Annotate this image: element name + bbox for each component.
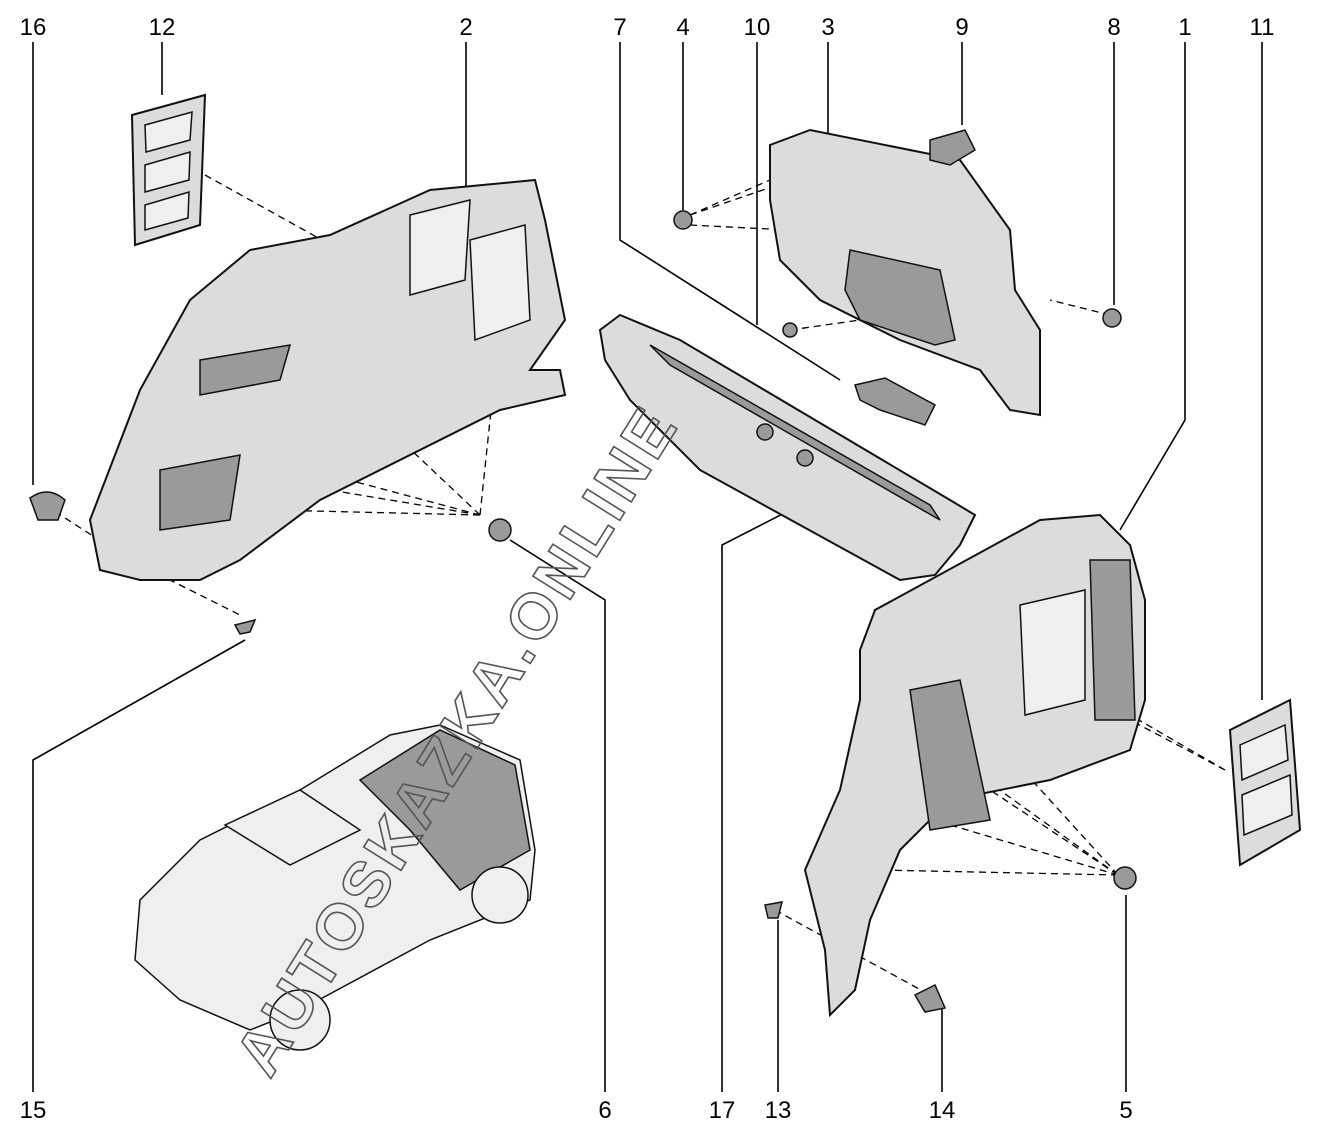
callout-11: 11	[1250, 14, 1275, 41]
callout-16: 16	[20, 14, 47, 41]
callout-17: 17	[709, 1097, 736, 1124]
part-4-clip	[673, 210, 693, 230]
callouts-top: 16 12 2 7 4 10 3 9 8 1 11	[20, 14, 1275, 41]
callout-9: 9	[955, 14, 968, 41]
part-7-bracket	[854, 377, 936, 426]
callout-13: 13	[765, 1097, 792, 1124]
leader-17	[721, 504, 801, 1092]
part-2-left-trim	[88, 178, 567, 581]
callout-7: 7	[613, 14, 626, 41]
callout-5: 5	[1119, 1097, 1132, 1124]
leader-7	[619, 42, 841, 381]
leader-lines	[32, 42, 1263, 1092]
callout-3: 3	[821, 14, 834, 41]
callout-1: 1	[1178, 14, 1191, 41]
leader-6	[509, 539, 606, 1092]
part-14-cap	[913, 983, 947, 1013]
part-10-screw	[782, 322, 798, 338]
part-17-sill-trim	[598, 313, 977, 582]
leader-15	[32, 639, 246, 1092]
part-9-latch	[929, 129, 976, 166]
part-6-clip	[488, 518, 512, 542]
callout-10: 10	[744, 14, 771, 41]
part-11-panel	[1228, 698, 1302, 867]
leader-1	[1119, 42, 1186, 531]
callout-8: 8	[1107, 14, 1120, 41]
part-13-screw	[764, 901, 784, 919]
callout-4: 4	[676, 14, 689, 41]
callout-14: 14	[929, 1097, 956, 1124]
callout-2: 2	[459, 14, 472, 41]
part-12-panel	[130, 93, 207, 247]
part-8-clip	[1102, 308, 1122, 328]
callout-12: 12	[149, 14, 176, 41]
callout-15: 15	[20, 1097, 47, 1124]
callouts-bottom: 15 6 17 13 14 5	[20, 1097, 1133, 1124]
part-15-screw	[233, 618, 257, 635]
part-3-liftgate-trim	[769, 128, 1041, 417]
part-16-clip	[29, 491, 66, 521]
vehicle-location-illustration	[134, 724, 536, 1051]
part-1-right-trim	[803, 513, 1146, 1018]
part-5-clip	[1113, 866, 1137, 890]
callout-6: 6	[598, 1097, 611, 1124]
